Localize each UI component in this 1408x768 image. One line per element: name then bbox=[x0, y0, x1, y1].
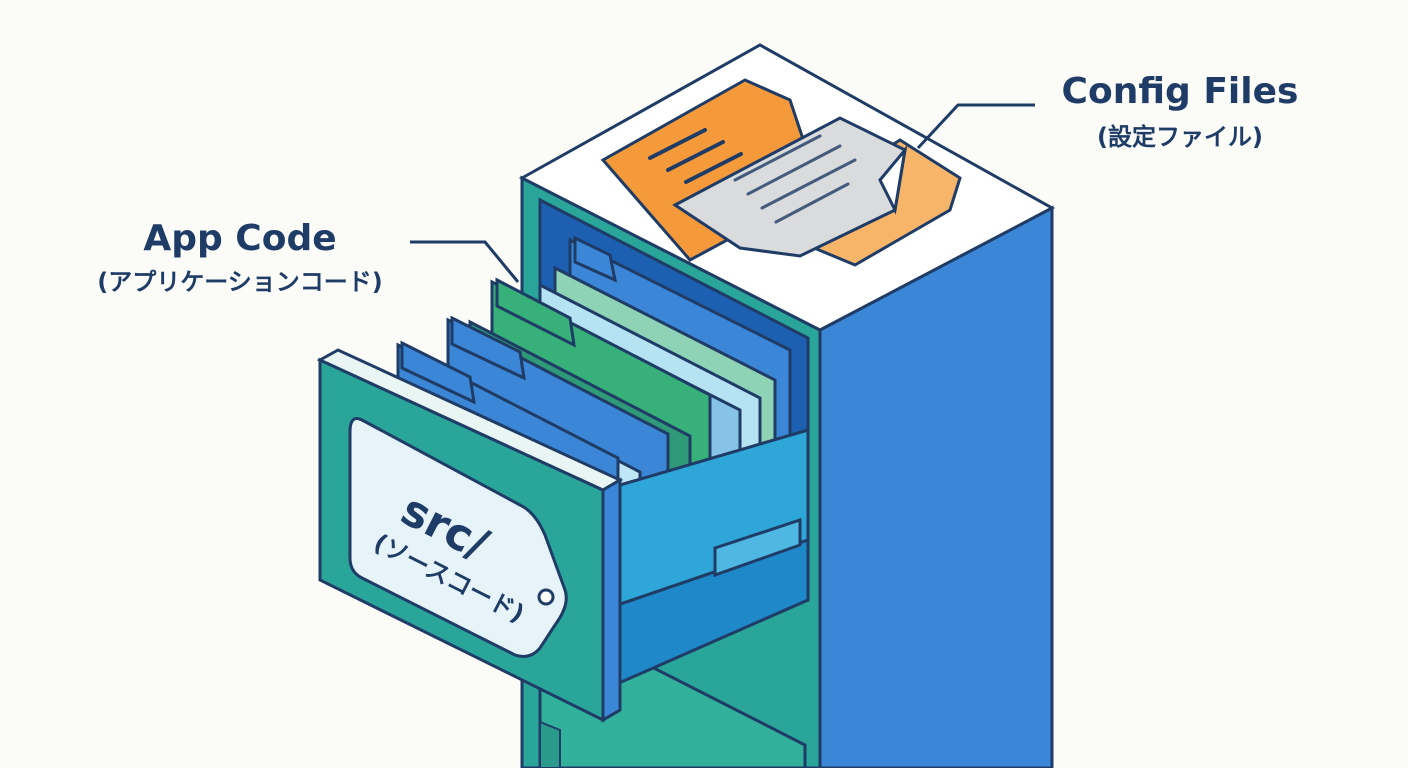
config-files-label: Config Files bbox=[1062, 71, 1299, 112]
cabinet-lower-drawer-edge bbox=[539, 720, 561, 768]
tag-hole bbox=[537, 588, 555, 606]
app-code-sublabel: (アプリケーションコード) bbox=[97, 268, 382, 296]
app-code-callout-line bbox=[410, 240, 520, 283]
document-fold bbox=[878, 144, 908, 215]
config-documents bbox=[600, 78, 962, 267]
drawer-label-tag: src/ (ソースコード) bbox=[348, 417, 568, 658]
tag-shape bbox=[348, 417, 568, 658]
document-lines bbox=[733, 134, 857, 224]
app-code-label: App Code bbox=[143, 218, 336, 259]
document-lines bbox=[648, 128, 743, 184]
config-callout-line bbox=[916, 103, 1035, 150]
config-files-sublabel: (設定ファイル) bbox=[1097, 123, 1263, 151]
drawer-rail bbox=[713, 517, 802, 578]
folder-tab bbox=[573, 235, 618, 283]
folder-tab bbox=[450, 315, 526, 381]
drawer-front-edge bbox=[601, 477, 622, 723]
folder-tab bbox=[495, 277, 576, 348]
folder-tab bbox=[400, 340, 476, 405]
